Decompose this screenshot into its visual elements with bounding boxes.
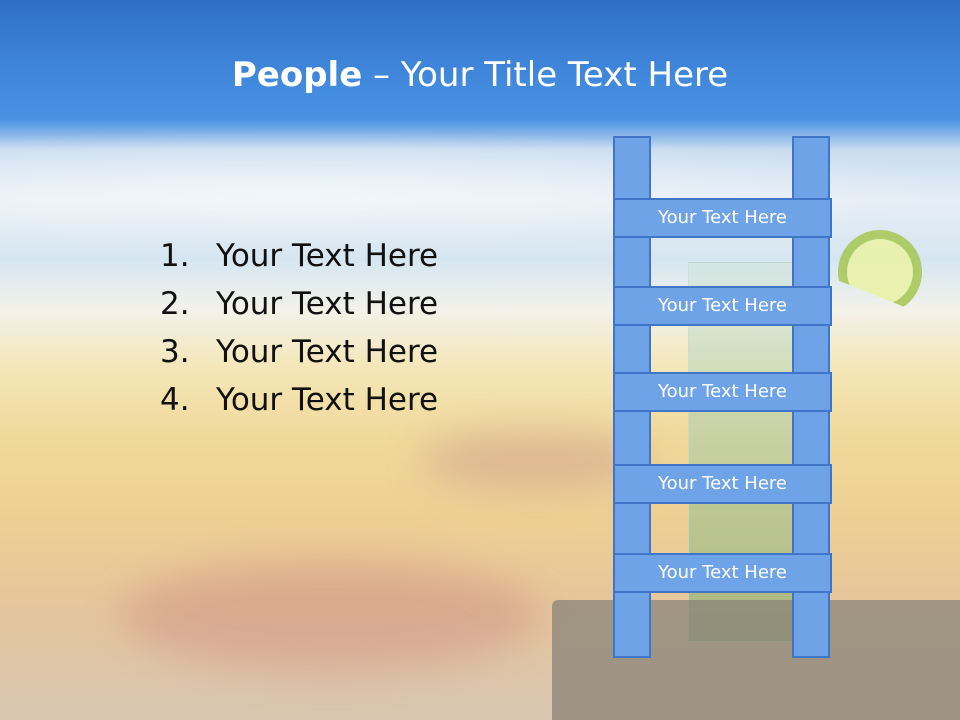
list-item: 1. Your Text Here bbox=[160, 232, 438, 280]
list-text: Your Text Here bbox=[216, 382, 439, 418]
ladder-rung: Your Text Here bbox=[613, 286, 832, 326]
title-rest: – Your Title Text Here bbox=[362, 55, 729, 95]
ladder-rung: Your Text Here bbox=[613, 553, 832, 593]
ladder-rung: Your Text Here bbox=[613, 198, 832, 238]
list-text: Your Text Here bbox=[216, 334, 439, 370]
title-bold: People bbox=[231, 55, 363, 95]
list-text: Your Text Here bbox=[216, 238, 439, 274]
numbered-list: 1. Your Text Here 2. Your Text Here 3. Your… bbox=[160, 232, 438, 424]
list-item: 3. Your Text Here bbox=[160, 328, 438, 376]
list-number: 1. bbox=[160, 238, 190, 274]
sand-shadow bbox=[420, 430, 650, 490]
ladder-rung: Your Text Here bbox=[613, 372, 832, 412]
list-text: Your Text Here bbox=[216, 286, 439, 322]
sand-shadow bbox=[120, 560, 540, 670]
list-number: 2. bbox=[160, 286, 190, 322]
list-number: 3. bbox=[160, 334, 190, 370]
slide-title: People – Your Title Text Here bbox=[0, 52, 960, 98]
list-item: 4. Your Text Here bbox=[160, 376, 438, 424]
ladder-rung: Your Text Here bbox=[613, 464, 832, 504]
list-item: 2. Your Text Here bbox=[160, 280, 438, 328]
list-number: 4. bbox=[160, 382, 190, 418]
